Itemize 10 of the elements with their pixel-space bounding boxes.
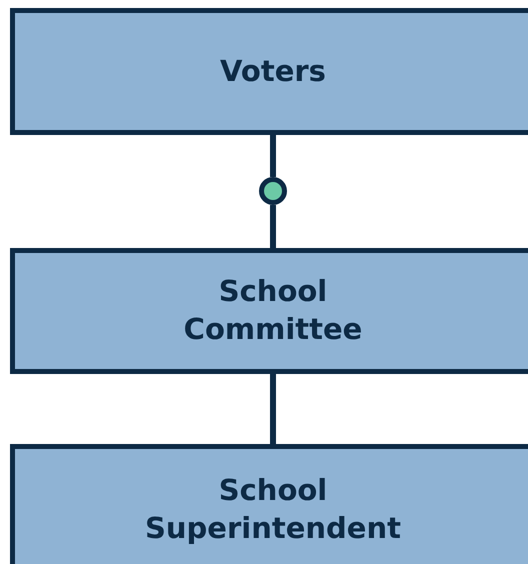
process-box	[10, 248, 528, 374]
connector-line	[270, 135, 276, 177]
box-label: Voters	[219, 52, 327, 90]
connector-line	[270, 205, 276, 248]
process-box	[10, 444, 528, 564]
connector-line	[270, 374, 276, 444]
junction-circle	[259, 177, 287, 205]
process-box	[10, 8, 528, 135]
box-label: School Superintendent	[144, 472, 402, 547]
box-label: School Committee	[182, 273, 364, 348]
